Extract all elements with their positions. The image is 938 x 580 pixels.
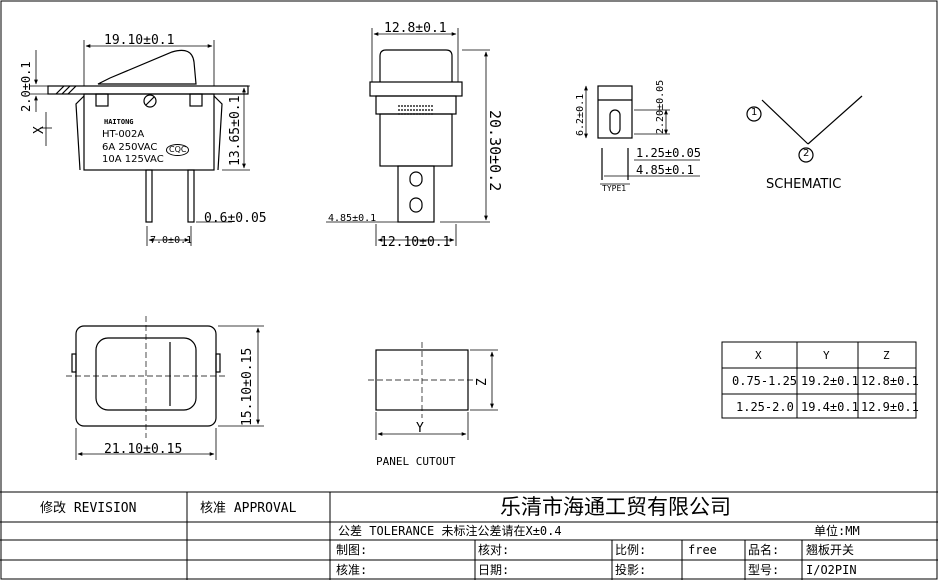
company-name: 乐清市海通工贸有限公司 (500, 495, 731, 519)
side-view (369, 49, 463, 223)
cutout-z-label: Z (475, 378, 490, 386)
title-block-grid (0, 491, 938, 580)
table-cell: 19.4±0.1 (801, 400, 859, 414)
schematic-pin1: 1 (751, 107, 758, 118)
side-height-dim: 20.30±0.2 (486, 110, 504, 192)
cutout-caption: PANEL CUTOUT (376, 455, 456, 468)
side-bottom-width-dim: 12.10±0.1 (380, 235, 451, 250)
table-cell: 12.8±0.1 (861, 374, 919, 388)
checked-by-label: 核对: (478, 543, 510, 557)
screw (143, 94, 157, 108)
scale-label: 比例: (615, 543, 647, 557)
flange (47, 85, 249, 95)
approved-by-label: 核准: (336, 563, 368, 577)
unit-label: 单位:MM (814, 524, 860, 538)
front-height-dim: 13.65±0.1 (228, 95, 243, 166)
side-rocker (379, 49, 453, 82)
drawn-by-label: 制图: (336, 543, 368, 557)
approval-label: 核准 APPROVAL (200, 501, 297, 516)
side-pin-dim: 4.85±0.1 (328, 213, 377, 224)
front-view (47, 49, 249, 223)
pin-right (187, 169, 195, 223)
date-label: 日期: (478, 563, 510, 577)
label-rating1: 6A 250VAC (102, 142, 158, 153)
table-header-x: X (755, 349, 762, 362)
top-width-dim: 21.10±0.15 (104, 442, 183, 457)
label-brand: HAITONG (104, 118, 134, 126)
front-width-dim: 19.10±0.1 (104, 33, 175, 48)
terminal-220-dim: 2.20±0.05 (655, 79, 666, 134)
product-name-label: 品名: (748, 543, 780, 557)
pin-thickness-dim: 0.6±0.05 (204, 211, 267, 226)
top-height-dim: 15.10±0.15 (240, 347, 255, 426)
schematic-pin2: 2 (803, 148, 810, 159)
label-model: HT-002A (102, 129, 145, 140)
table-header-z: Z (883, 349, 890, 362)
table-cell: 0.75-1.25 (732, 374, 798, 388)
pin-pitch-dim: 7.0±0.1 (150, 235, 193, 246)
cutout-y-label: Y (416, 421, 424, 436)
scale-value: free (688, 543, 717, 557)
label-rating2: 10A 125VAC (102, 154, 164, 165)
terminal-485-dim: 4.85±0.1 (636, 163, 694, 177)
side-body (379, 113, 453, 167)
model-label: 型号: (748, 563, 780, 577)
terminal-detail (597, 85, 633, 180)
panel-cutout (368, 342, 476, 418)
pin2-marker (798, 147, 814, 163)
model-value: I/O2PIN (806, 563, 857, 577)
terminal-caption: TYPE1 (602, 184, 627, 193)
side-terminal (397, 165, 435, 223)
projection-label: 投影: (615, 563, 647, 577)
table-header-y: Y (823, 349, 830, 362)
revision-label: 修改 REVISION (40, 501, 137, 516)
pin-left (145, 169, 153, 223)
terminal-125-dim: 1.25±0.05 (636, 146, 702, 160)
rocker-actuator (97, 49, 197, 85)
table-cell: 19.2±0.1 (801, 374, 859, 388)
cqc-mark: CQC (166, 144, 190, 156)
schematic-diagram (746, 95, 863, 163)
front-x-label: X (32, 126, 47, 134)
pin1-marker (746, 106, 762, 122)
side-flange (369, 81, 463, 97)
table-cell: 12.9±0.1 (861, 400, 919, 414)
size-table (721, 341, 917, 419)
product-name-value: 翘板开关 (806, 543, 855, 557)
tolerance-note: 公差 TOLERANCE 未标注公差请在X±0.4 (338, 524, 562, 538)
table-cell: 1.25-2.0 (736, 400, 794, 414)
schematic-caption: SCHEMATIC (766, 177, 842, 192)
side-top-width-dim: 12.8±0.1 (384, 21, 447, 36)
top-view (66, 316, 228, 438)
front-flange-dim: 2.0±0.1 (19, 61, 33, 112)
terminal-62-dim: 6.2±0.1 (575, 93, 586, 136)
